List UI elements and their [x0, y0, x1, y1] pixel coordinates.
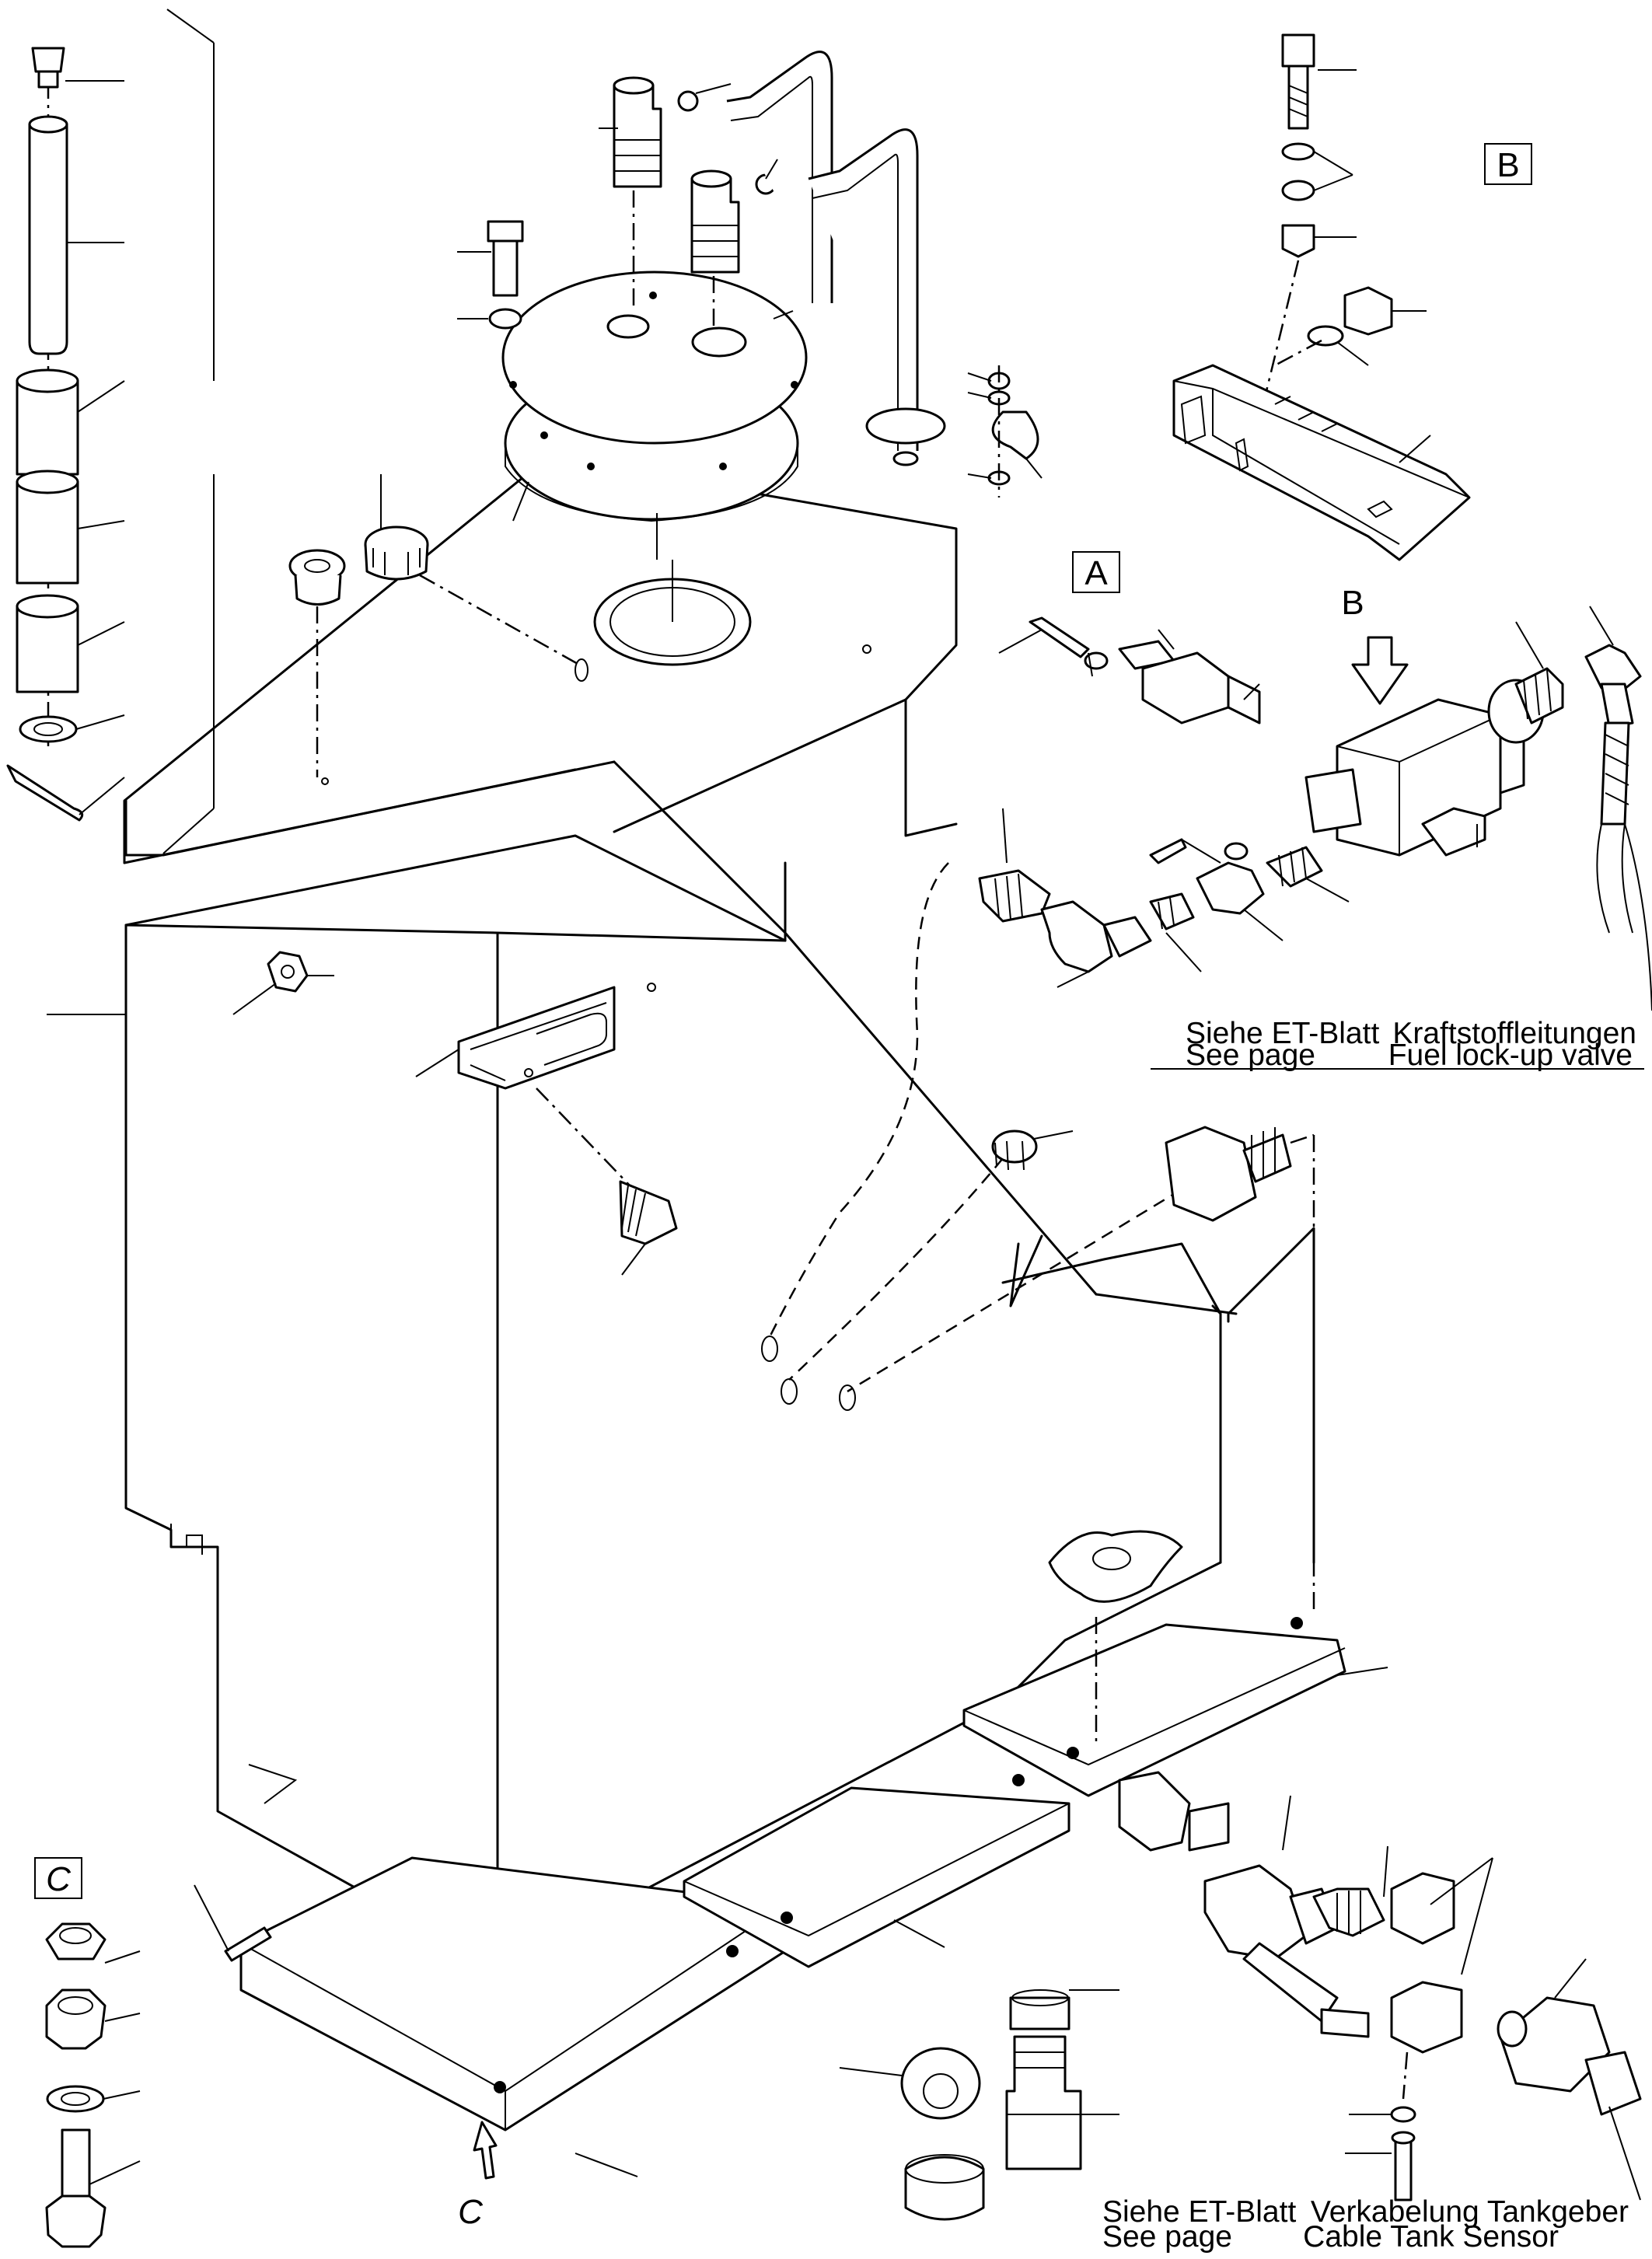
- bracket-assembly: [1172, 33, 1471, 561]
- fuel-lines-de-prefix: Siehe ET-Blatt: [1186, 1017, 1379, 1050]
- fuel-line-assembly: [978, 606, 1652, 1070]
- plugs: [47, 474, 678, 1276]
- svg-text:A: A: [1084, 554, 1108, 592]
- drain-assembly: [839, 1530, 1642, 2221]
- fuel-lines-reference: Siehe ET-Blatt See page Kraftstoffleitun…: [1186, 1017, 1636, 1072]
- view-a-callout: A: [1072, 551, 1120, 593]
- nut-stack: [45, 1922, 498, 2248]
- fuel-tank: [123, 456, 1315, 1968]
- tank-sensor-de-title: Verkabelung Tankgeber: [1311, 2195, 1629, 2229]
- tank-sensor-en-title: Cable Tank Sensor: [1303, 2220, 1559, 2254]
- pipe-clamp: [967, 365, 1043, 498]
- tank-sensor-de-prefix: Siehe ET-Blatt: [1102, 2195, 1296, 2229]
- fuel-lines-de-title: Kraftstoffleitungen: [1392, 1017, 1636, 1050]
- view-b-callout: B: [1484, 143, 1532, 185]
- dashed-hoses: [761, 862, 1315, 1609]
- mounting-feet: [194, 1617, 1388, 2177]
- filler-cover: [457, 51, 946, 666]
- pin-assembly: [6, 9, 215, 854]
- fuel-lines-en-prefix: See page: [1186, 1039, 1315, 1072]
- fuel-lines-en-title: Fuel lock-up valve: [1388, 1039, 1633, 1072]
- arrow-b-label: B: [1341, 584, 1364, 622]
- svg-text:B: B: [1497, 146, 1519, 184]
- view-c-callout: C: [34, 1857, 82, 1899]
- svg-text:C: C: [46, 1860, 72, 1898]
- arrow-c-label: C: [458, 2193, 484, 2231]
- tank-sensor-en-prefix: See page: [1102, 2220, 1232, 2254]
- tank-sensor-reference: Siehe ET-Blatt See page Verkabelung Tank…: [1102, 2195, 1629, 2254]
